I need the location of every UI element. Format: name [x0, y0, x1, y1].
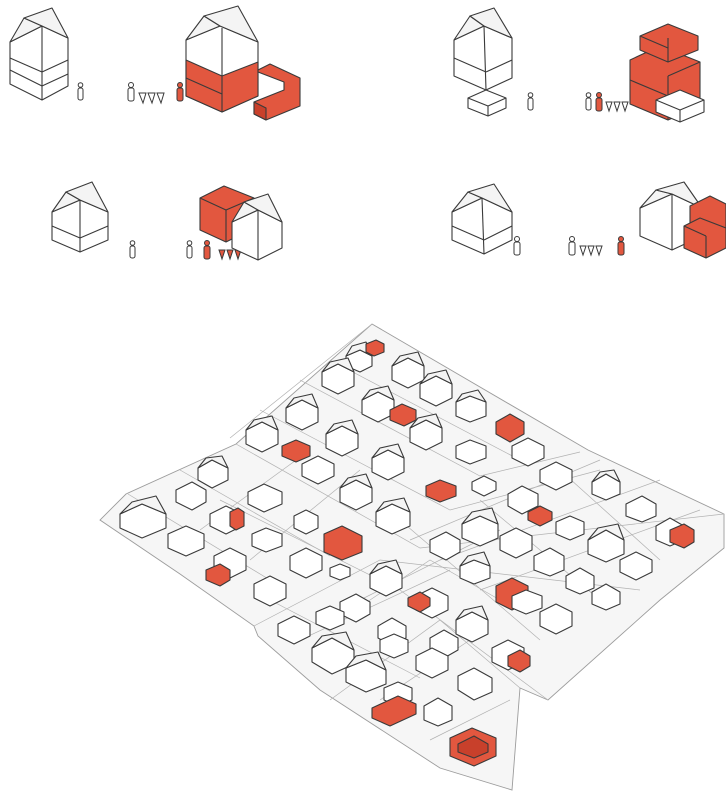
neighborhood-house	[230, 508, 244, 530]
scenario-4-after-house	[640, 182, 726, 258]
scenario-2-after-house	[630, 24, 704, 122]
scenario-1-after-people	[128, 83, 183, 104]
scenario-1-before-house	[10, 8, 68, 100]
scenario-3-after-house	[200, 186, 282, 260]
scenario-4-before-house	[452, 184, 512, 254]
scenario-4-after-people	[569, 237, 624, 256]
scenario-1-before-person	[78, 83, 83, 100]
scenario-2-before-person	[528, 93, 533, 110]
scenario-3-before-person	[130, 241, 135, 258]
neighborhood-house	[366, 340, 384, 356]
scenario-2-after-people	[586, 93, 628, 112]
neighborhood-house	[330, 564, 350, 580]
scenario-3-before-house	[52, 182, 108, 252]
neighborhood-house	[294, 510, 318, 534]
scenario-2-before-house	[454, 8, 512, 116]
scenario-1-after-house	[186, 6, 300, 120]
scenario-4-before-person	[514, 237, 520, 256]
